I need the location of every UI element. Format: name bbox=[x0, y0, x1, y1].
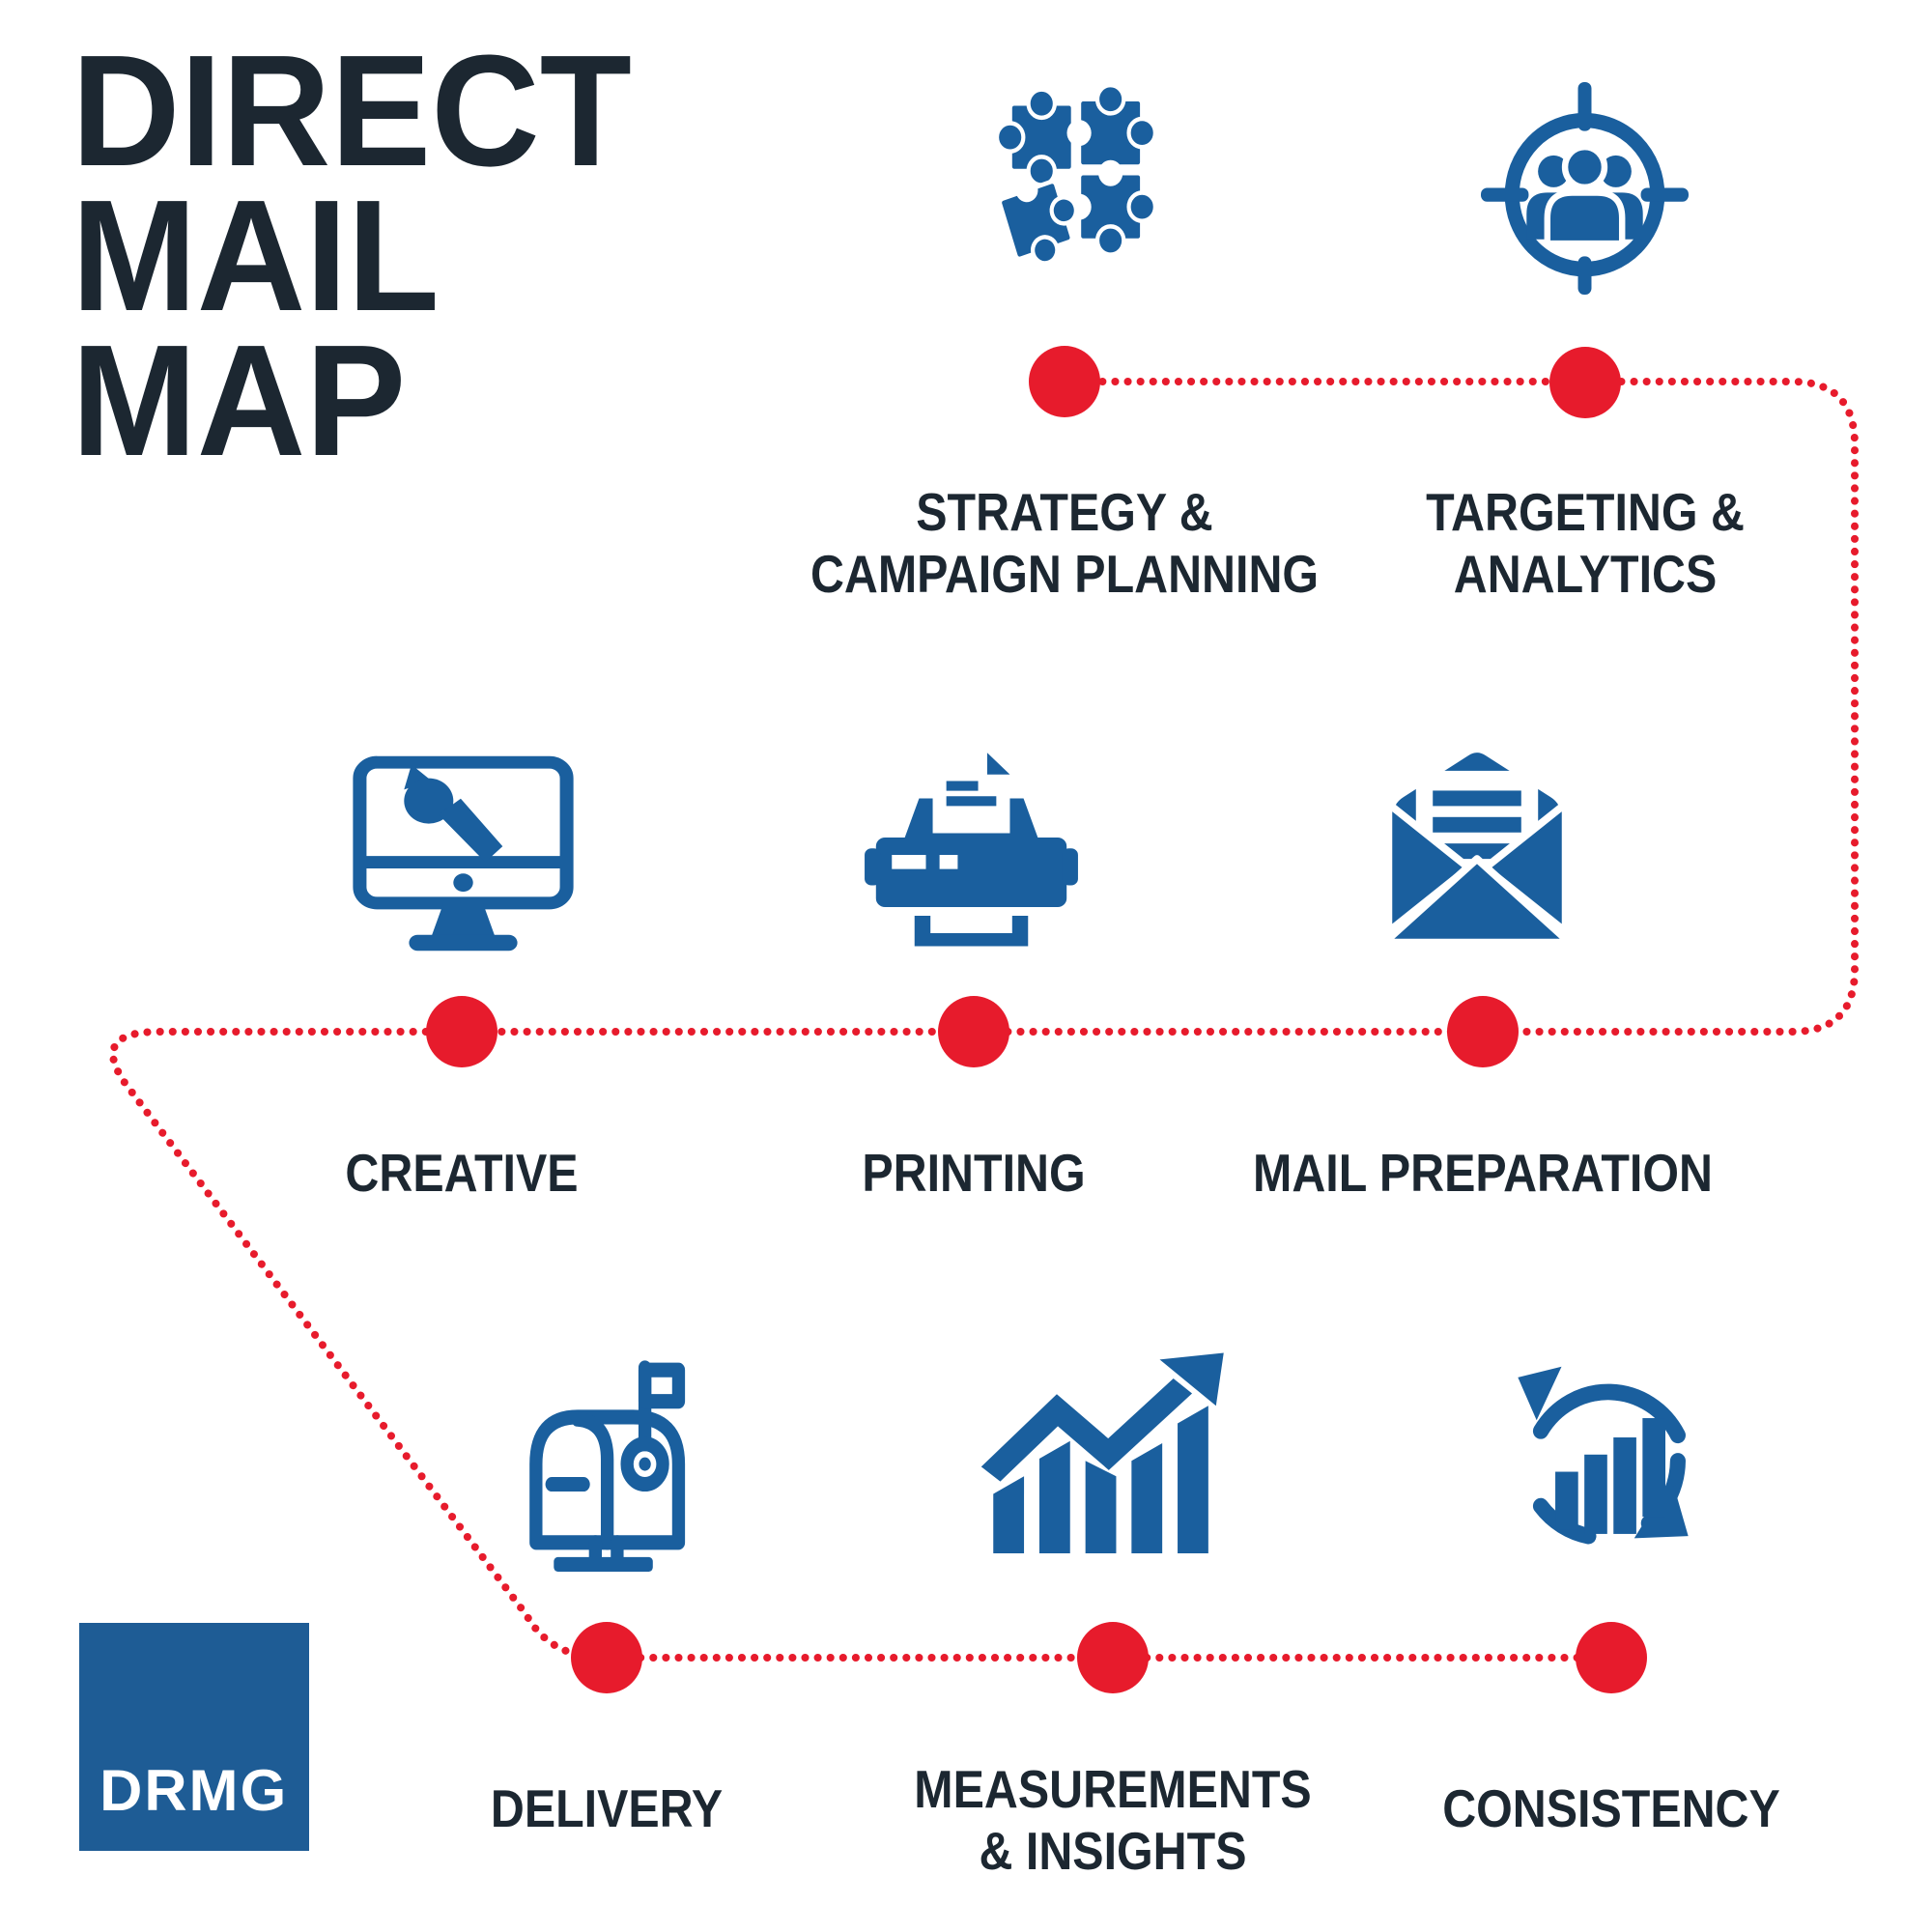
route-node-targeting bbox=[1549, 347, 1621, 418]
route-node-measurements bbox=[1077, 1622, 1149, 1693]
step-label-creative: CREATIVE bbox=[329, 1142, 594, 1204]
route-node-mail-prep bbox=[1447, 996, 1519, 1067]
label-line: PRINTING bbox=[862, 1143, 1086, 1203]
mailbox-icon bbox=[529, 1360, 686, 1572]
step-label-mail-preparation: MAIL PREPARATION bbox=[1222, 1142, 1745, 1204]
target-audience-icon bbox=[1481, 82, 1689, 295]
route-node-consistency bbox=[1576, 1622, 1647, 1693]
step-label-strategy: STRATEGY & CAMPAIGN PLANNING bbox=[776, 481, 1353, 605]
title-line: MAP bbox=[71, 312, 407, 489]
label-line: MAIL PREPARATION bbox=[1253, 1143, 1713, 1203]
label-line: CAMPAIGN PLANNING bbox=[810, 544, 1320, 604]
route-node-creative bbox=[426, 996, 497, 1067]
drmg-logo-text: DRMG bbox=[99, 1758, 289, 1823]
route-node-delivery bbox=[571, 1622, 642, 1693]
label-line: CREATIVE bbox=[345, 1143, 579, 1203]
route-node-strategy bbox=[1029, 346, 1100, 417]
step-label-measurements: MEASUREMENTS & INSIGHTS bbox=[887, 1758, 1339, 1882]
page-title: DIRECT MAIL MAP bbox=[71, 22, 661, 489]
label-line: & INSIGHTS bbox=[979, 1821, 1247, 1881]
label-line: ANALYTICS bbox=[1453, 544, 1718, 604]
drmg-logo: DRMG bbox=[79, 1623, 309, 1851]
label-line: STRATEGY & bbox=[916, 482, 1213, 542]
open-envelope-icon bbox=[1380, 753, 1574, 947]
dotted-route bbox=[109, 378, 1859, 1662]
step-label-consistency: CONSISTENCY bbox=[1419, 1777, 1803, 1839]
title-line: MAIL bbox=[71, 167, 440, 344]
step-label-delivery: DELIVERY bbox=[474, 1777, 738, 1839]
route-node-printing bbox=[938, 996, 1009, 1067]
step-label-targeting: TARGETING & ANALYTICS bbox=[1405, 481, 1767, 605]
printer-icon bbox=[865, 753, 1078, 947]
label-line: DELIVERY bbox=[490, 1778, 724, 1838]
step-label-printing: PRINTING bbox=[847, 1142, 1101, 1204]
label-line: MEASUREMENTS bbox=[914, 1759, 1312, 1819]
growth-chart-icon bbox=[980, 1352, 1224, 1554]
cycle-bars-icon bbox=[1518, 1366, 1689, 1545]
title-line: DIRECT bbox=[71, 22, 632, 199]
monitor-paintbrush-icon bbox=[353, 755, 574, 952]
puzzle-icon bbox=[994, 82, 1157, 266]
label-line: CONSISTENCY bbox=[1442, 1778, 1780, 1838]
label-line: TARGETING & bbox=[1426, 482, 1745, 542]
